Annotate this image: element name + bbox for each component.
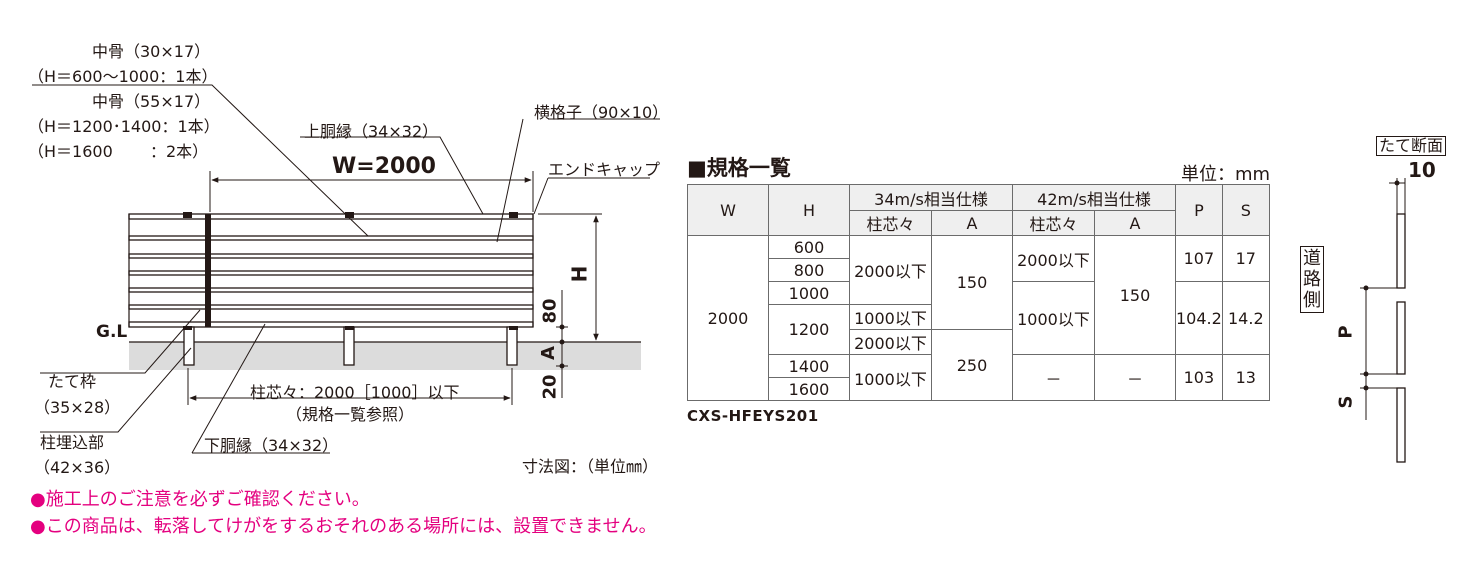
cell-w: 2000 [687, 235, 769, 401]
section-title: たて断面 [1376, 136, 1447, 156]
section-thickness-label: 10 [1408, 158, 1436, 182]
dim-80-label: 80 [539, 298, 561, 324]
cell-pitch34-1: 2000以下 [849, 235, 932, 305]
dim-a-label: A [537, 346, 559, 360]
ground-area [129, 342, 641, 370]
spec-table: W H 34m/s相当仕様 42m/s相当仕様 P S 柱芯々 A 柱芯々 A … [687, 184, 1270, 401]
cell-a34-2: 250 [931, 329, 1013, 401]
embedded-post-label: 柱埋込部 [40, 433, 105, 452]
leader-lines [32, 84, 660, 454]
section-s-label: S [1335, 395, 1357, 409]
section-p-label: P [1335, 325, 1357, 339]
caution-note-1: ●施工上のご注意を必ずご確認ください。 [30, 489, 370, 510]
middle-bone-a-label: 中骨（30×17） [92, 42, 211, 61]
cell-a42-1: 150 [1094, 235, 1176, 355]
header-spec34: 34m/s相当仕様 [849, 184, 1013, 211]
header-s: S [1221, 184, 1270, 236]
middle-bone-b-label: 中骨（55×17） [92, 92, 211, 111]
cell-h-1400: 1400 [768, 354, 850, 378]
section-drawing [1396, 213, 1406, 463]
cell-h-1000: 1000 [768, 281, 850, 305]
cell-h-1600: 1600 [768, 377, 850, 401]
middle-bone-a-height-label: （H＝600～1000：1本） [28, 67, 218, 86]
header-pitch34: 柱芯々 [849, 210, 932, 236]
cell-pitch42-1: 2000以下 [1012, 235, 1095, 282]
header-w: W [687, 184, 769, 236]
vertical-frame-label: たて枠 [48, 372, 97, 391]
cell-s-1: 17 [1221, 235, 1270, 282]
road-side-label: 道 路 側 [1300, 246, 1324, 313]
cell-a34-1: 150 [931, 235, 1013, 330]
header-a34: A [931, 210, 1013, 236]
scale-note: 寸法図：（単位㎜） [522, 457, 659, 476]
caution-notes: ●施工上のご注意を必ずご確認ください。 ●この商品は、転落してけがをするおそれの… [30, 486, 657, 540]
lower-rail-label: 下胴縁（34×32） [204, 436, 339, 455]
horizontal-slat-label: 横格子（90×10） [534, 103, 669, 122]
cell-h-800: 800 [768, 258, 850, 282]
height-label: H [567, 265, 592, 283]
spec-table-title: ■規格一覧 [687, 156, 791, 180]
post-pitch-ref-label: （規格一覧参照） [286, 405, 415, 424]
unit-label: 単位：mm [1181, 164, 1271, 185]
upper-rail-label: 上胴縁（34×32） [304, 122, 439, 141]
cell-pitch34-3: 2000以下 [849, 329, 932, 355]
cell-pitch34-2: 1000以下 [849, 304, 932, 330]
cell-p-2: 104.2 [1175, 281, 1223, 355]
header-a42: A [1094, 210, 1176, 236]
dim-20-label: 20 [539, 374, 561, 400]
cell-s-2: 14.2 [1221, 281, 1270, 355]
caution-note-2: ●この商品は、転落してけがをするおそれのある場所には、設置できません。 [30, 516, 657, 537]
header-spec42: 42m/s相当仕様 [1012, 184, 1176, 211]
cell-a42-2: － [1094, 354, 1176, 401]
middle-bone-b-height1-label: （H＝1200･1400：1本） [28, 117, 220, 136]
cell-pitch34-4: 1000以下 [849, 354, 932, 401]
end-cap-label: エンドキャップ [548, 160, 661, 179]
cell-h-1200: 1200 [768, 304, 850, 355]
vertical-frame [205, 214, 211, 327]
post-pitch-label: 柱芯々：2000［1000］以下 [250, 383, 460, 402]
cell-pitch42-3: － [1012, 354, 1095, 401]
post-caps [183, 212, 518, 330]
cell-pitch42-2: 1000以下 [1012, 281, 1095, 355]
width-label: W=2000 [332, 154, 436, 179]
model-number: CXS-HFEYS201 [687, 407, 819, 425]
horizontal-slats [128, 213, 534, 328]
vertical-frame-size-label: （35×28） [34, 398, 121, 417]
cell-p-1: 107 [1175, 235, 1223, 282]
cell-p-3: 103 [1175, 354, 1223, 401]
middle-bone-b-count-label: ：2本） [150, 142, 209, 161]
header-pitch42: 柱芯々 [1012, 210, 1095, 236]
cell-h-600: 600 [768, 235, 850, 259]
embedded-post-size-label: （42×36） [34, 458, 121, 477]
middle-bone-b-height2-label: （H＝1600 [28, 142, 113, 161]
ground-level-label: G.L [96, 322, 128, 342]
header-p: P [1175, 184, 1223, 236]
header-h: H [768, 184, 850, 236]
cell-s-3: 13 [1221, 354, 1270, 401]
